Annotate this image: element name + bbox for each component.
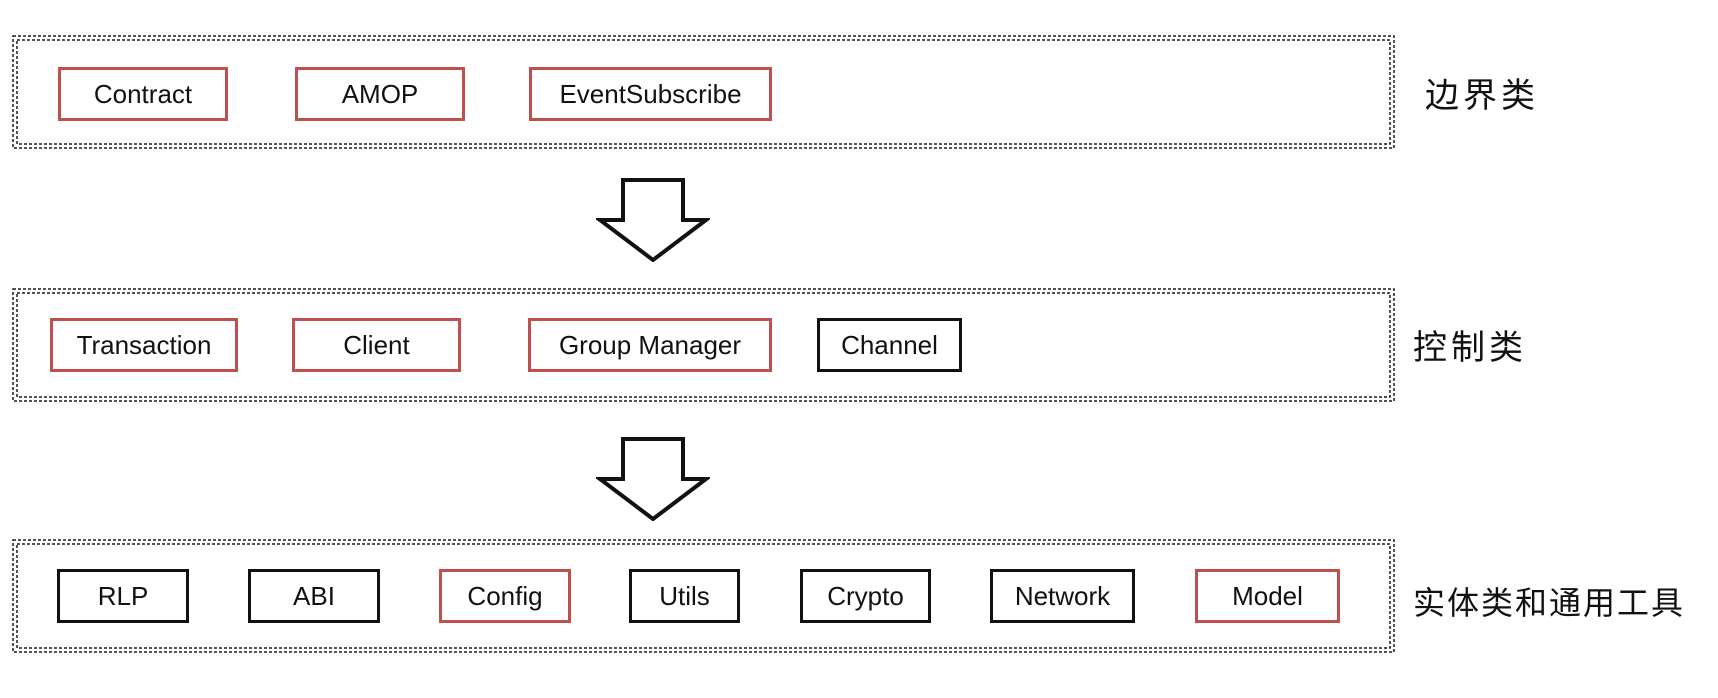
boundary-layer-label: 边界类 — [1425, 76, 1539, 116]
control-layer — [12, 288, 1395, 402]
control-layer-label: 控制类 — [1413, 328, 1527, 368]
entity-layer — [12, 539, 1395, 653]
event-subscribe-box: EventSubscribe — [529, 67, 772, 121]
network-box: Network — [990, 569, 1135, 623]
amop-box: AMOP — [295, 67, 465, 121]
abi-box: ABI — [248, 569, 380, 623]
entity-layer-label: 实体类和通用工具 — [1413, 584, 1686, 622]
group-manager-box: Group Manager — [528, 318, 772, 372]
arrow-down-icon — [596, 437, 710, 521]
rlp-box: RLP — [57, 569, 189, 623]
config-box: Config — [439, 569, 571, 623]
boundary-layer — [12, 35, 1395, 149]
transaction-box: Transaction — [50, 318, 238, 372]
contract-box: Contract — [58, 67, 228, 121]
model-box: Model — [1195, 569, 1340, 623]
channel-box: Channel — [817, 318, 962, 372]
client-box: Client — [292, 318, 461, 372]
utils-box: Utils — [629, 569, 740, 623]
arrow-down-icon — [596, 178, 710, 262]
crypto-box: Crypto — [800, 569, 931, 623]
